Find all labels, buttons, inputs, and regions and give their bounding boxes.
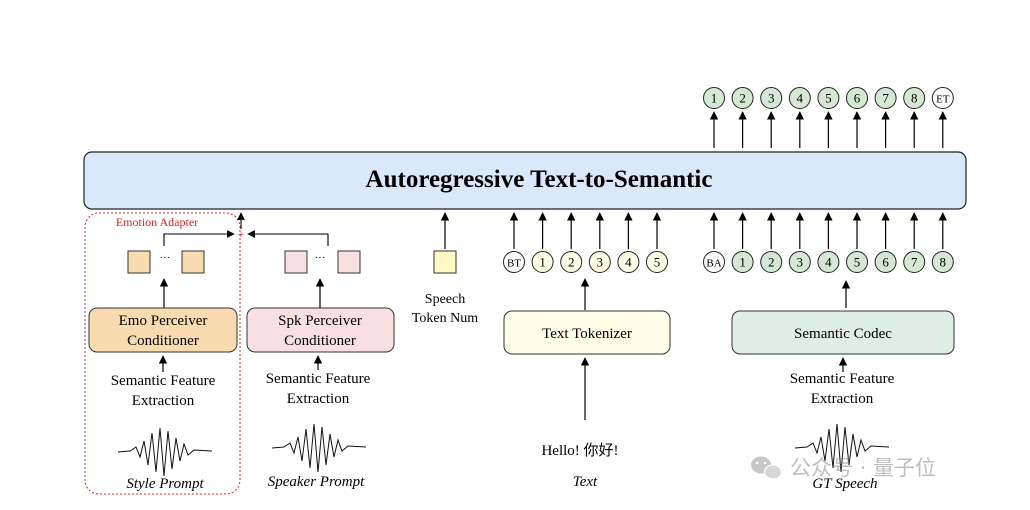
emo-latent-ellipsis: ··· xyxy=(160,252,171,264)
gt-feature-label-1: Semantic Feature xyxy=(790,371,895,387)
gt-token-label-6: 5 xyxy=(854,255,861,270)
text-tokens: BT 1 2 3 4 5 xyxy=(503,212,668,273)
gt-token-circle-3 xyxy=(760,251,783,273)
autoregressive-title: Autoregressive Text-to-Semantic xyxy=(366,166,713,193)
gt-token-circle-1 xyxy=(703,251,725,273)
text-token-label-4: 3 xyxy=(597,255,604,270)
output-token-label-8: 8 xyxy=(911,91,918,106)
output-token-circle-5 xyxy=(817,87,840,109)
spk-conditioner-label-2: Conditioner xyxy=(284,333,356,349)
output-tokens: 1 2 3 4 5 6 7 8 ET xyxy=(703,87,954,148)
gt-speech-tokens: BA 1 2 3 4 5 6 7 8 xyxy=(703,212,954,273)
output-token-label-3: 3 xyxy=(768,91,775,106)
output-token-circle-1 xyxy=(703,87,725,109)
output-token-label-7: 7 xyxy=(882,91,889,106)
text-token-circle-6 xyxy=(646,251,668,273)
emo-latent-token-2 xyxy=(181,250,205,274)
gt-feature-label-2: Extraction xyxy=(811,391,874,407)
spk-latent-token-1 xyxy=(284,250,308,274)
output-token-label-2: 2 xyxy=(739,91,746,106)
text-token-label-1: BT xyxy=(507,258,521,270)
gt-token-circle-5 xyxy=(817,251,840,273)
output-token-circle-4 xyxy=(788,87,811,109)
output-token-label-1: 1 xyxy=(711,91,718,106)
wechat-icon xyxy=(751,456,783,480)
semantic-codec-block xyxy=(731,310,955,355)
text-token-circle-4 xyxy=(588,251,611,273)
output-token-label-6: 6 xyxy=(854,91,861,106)
output-token-circle-7 xyxy=(874,87,897,109)
gt-token-circle-8 xyxy=(903,251,926,273)
emo-perceiver-conditioner xyxy=(88,307,238,353)
text-token-label-5: 4 xyxy=(625,255,632,270)
speaker-prompt-label: Speaker Prompt xyxy=(268,474,365,490)
style-prompt-label: Style Prompt xyxy=(126,476,204,492)
gt-token-label-1: BA xyxy=(706,258,721,270)
gt-token-label-4: 3 xyxy=(797,255,804,270)
spk-latent-ellipsis: ··· xyxy=(315,252,326,264)
text-token-label-2: 1 xyxy=(539,255,546,270)
spk-to-merge-connector xyxy=(247,230,329,246)
output-token-circle-3 xyxy=(760,87,783,109)
gt-token-circle-2 xyxy=(731,251,754,273)
gt-token-circle-9 xyxy=(931,251,954,273)
emo-conditioner-label-2: Conditioner xyxy=(127,333,199,349)
emo-to-merge-connector xyxy=(163,230,235,246)
style-feature-label-2: Extraction xyxy=(132,393,195,409)
output-token-circle-6 xyxy=(846,87,868,109)
watermark-text: 公众号 · 量子位 xyxy=(790,456,936,480)
speech-token-num-square xyxy=(433,250,457,274)
output-token-label-9: ET xyxy=(936,94,950,106)
gt-token-label-9: 8 xyxy=(940,255,947,270)
text-token-circle-5 xyxy=(617,251,640,273)
gt-token-circle-4 xyxy=(788,251,811,273)
speech-token-label-2: Token Num xyxy=(412,311,478,326)
speaker-waveform-icon xyxy=(271,423,367,473)
spk-conditioner-label-1: Spk Perceiver xyxy=(278,313,362,329)
output-token-circle-8 xyxy=(903,87,926,109)
text-token-circle-1 xyxy=(503,251,525,273)
gt-token-label-5: 4 xyxy=(825,255,832,270)
text-token-label-6: 5 xyxy=(654,255,661,270)
spk-latent-token-2 xyxy=(337,250,361,274)
output-token-circle-2 xyxy=(731,87,754,109)
output-token-label-4: 4 xyxy=(797,91,804,106)
style-waveform-icon xyxy=(117,427,213,477)
text-token-label-3: 2 xyxy=(568,255,575,270)
emo-latent-token-1 xyxy=(127,250,151,274)
emo-conditioner-label-1: Emo Perceiver xyxy=(119,313,208,329)
style-feature-label-1: Semantic Feature xyxy=(111,373,216,389)
speaker-feature-label-2: Extraction xyxy=(287,391,350,407)
merge-plus-symbol: + xyxy=(238,229,244,241)
sample-text: Hello! 你好! xyxy=(541,442,618,459)
gt-speech-label: GT Speech xyxy=(812,476,877,492)
gt-token-circle-6 xyxy=(846,251,868,273)
text-tokenizer-block xyxy=(503,310,671,355)
text-token-circle-3 xyxy=(560,251,583,273)
output-token-label-5: 5 xyxy=(825,91,832,106)
gt-token-label-8: 7 xyxy=(911,255,918,270)
speech-token-label-1: Speech xyxy=(425,292,465,307)
gt-token-label-7: 6 xyxy=(882,255,889,270)
text-label: Text xyxy=(573,474,598,490)
semantic-codec-label: Semantic Codec xyxy=(794,326,892,342)
gt-token-label-3: 2 xyxy=(768,255,775,270)
gt-token-label-2: 1 xyxy=(739,255,746,270)
emotion-adapter-label: Emotion Adapter xyxy=(116,215,198,229)
speaker-feature-label-1: Semantic Feature xyxy=(266,371,371,387)
output-token-circle-9 xyxy=(931,87,954,109)
text-tokenizer-label: Text Tokenizer xyxy=(542,326,632,342)
spk-perceiver-conditioner xyxy=(246,307,395,353)
gt-waveform-icon xyxy=(794,423,890,473)
watermark: 公众号 · 量子位 xyxy=(751,456,936,480)
text-token-circle-2 xyxy=(531,251,554,273)
gt-token-circle-7 xyxy=(874,251,897,273)
autoregressive-block xyxy=(83,151,967,210)
